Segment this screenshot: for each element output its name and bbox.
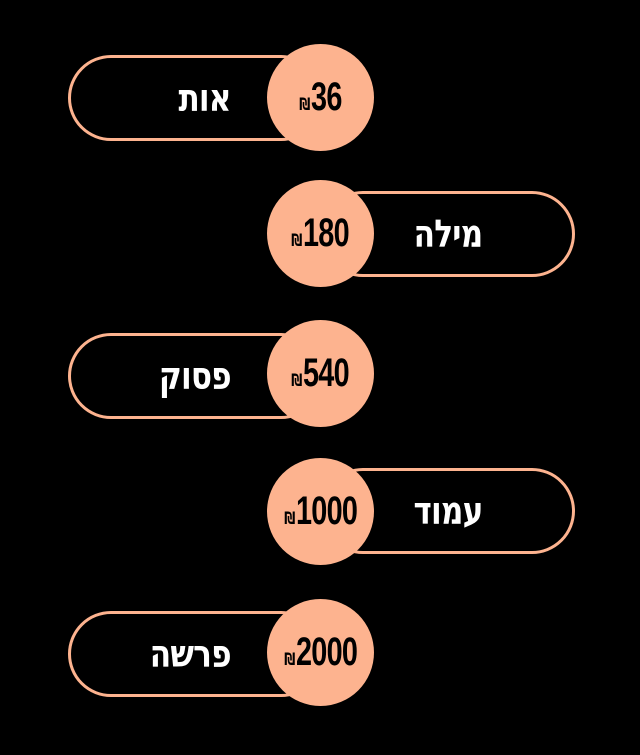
price: ₪ 1000 xyxy=(284,489,358,534)
tier-label: אות xyxy=(178,76,232,120)
price: ₪ 36 xyxy=(299,75,342,120)
price-badge: ₪ 36 xyxy=(267,44,374,151)
price-amount: 2000 xyxy=(295,630,358,674)
tier-label: מילה xyxy=(413,212,484,256)
tier-label: עמוד xyxy=(413,489,483,533)
price-amount: 36 xyxy=(311,75,342,119)
tier-option[interactable]: מילה ₪ 180 xyxy=(0,180,640,290)
tier-option[interactable]: פסוק ₪ 540 xyxy=(0,320,640,430)
price-amount: 540 xyxy=(303,351,350,395)
price: ₪ 540 xyxy=(292,351,350,396)
price: ₪ 180 xyxy=(292,211,350,256)
shekel-icon: ₪ xyxy=(299,95,311,115)
tier-option[interactable]: פרשה ₪ 2000 xyxy=(0,599,640,709)
tier-pill[interactable]: מילה xyxy=(320,191,575,277)
tier-option[interactable]: עמוד ₪ 1000 xyxy=(0,458,640,568)
price-badge: ₪ 2000 xyxy=(267,599,374,706)
tier-option[interactable]: אות ₪ 36 xyxy=(0,44,640,154)
tier-label: פרשה xyxy=(149,632,232,676)
shekel-icon: ₪ xyxy=(284,509,296,529)
price: ₪ 2000 xyxy=(284,630,358,675)
price-amount: 180 xyxy=(303,211,350,255)
shekel-icon: ₪ xyxy=(284,650,296,670)
price-badge: ₪ 540 xyxy=(267,320,374,427)
shekel-icon: ₪ xyxy=(291,371,303,391)
price-badge: ₪ 1000 xyxy=(267,458,374,565)
shekel-icon: ₪ xyxy=(291,231,303,251)
price-badge: ₪ 180 xyxy=(267,180,374,287)
price-amount: 1000 xyxy=(295,489,358,533)
tier-label: פסוק xyxy=(158,354,232,398)
